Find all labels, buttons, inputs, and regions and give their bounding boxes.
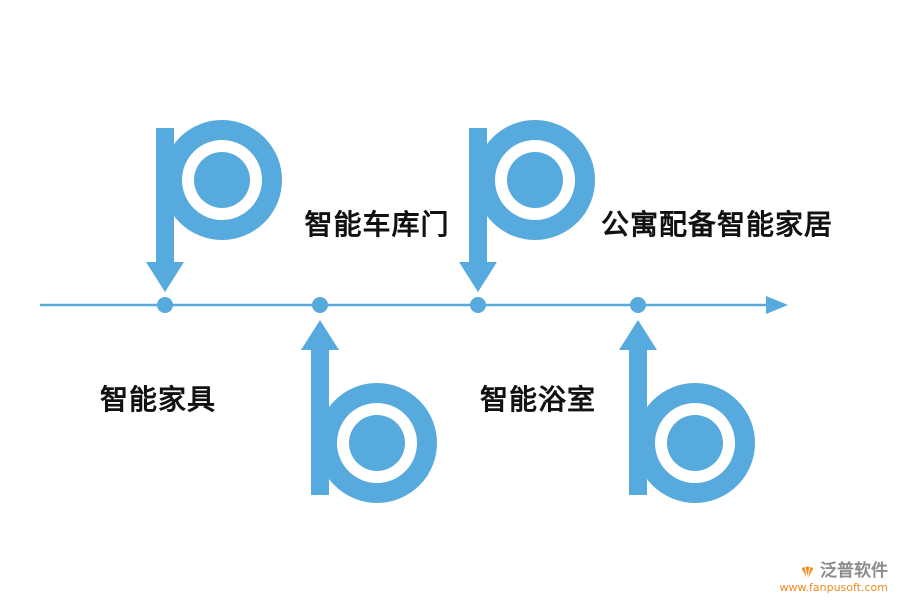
milestone-label-smart-bathroom: 智能浴室 xyxy=(479,383,597,416)
timeline-dot-3 xyxy=(470,297,486,313)
spiral-arrow-down-1-icon xyxy=(146,120,282,292)
timeline-dot-4 xyxy=(630,297,646,313)
milestone-label-smart-furniture: 智能家具 xyxy=(99,383,217,416)
milestone-label-apartment-smart-home: 公寓配备智能家居 xyxy=(600,208,834,241)
milestone-label-garage-door: 智能车库门 xyxy=(304,208,450,241)
watermark-url: www.fanpusoft.com xyxy=(779,580,888,594)
spiral-arrow-up-1-icon xyxy=(301,320,437,503)
spiral-arrow-down-2-icon xyxy=(459,120,595,292)
timeline-dot-1 xyxy=(157,297,173,313)
spiral-arrow-up-2-icon xyxy=(619,320,755,503)
watermark: 泛普软件 www.fanpusoft.com xyxy=(780,562,888,594)
watermark-brand: 泛普软件 xyxy=(820,561,888,582)
timeline-dot-2 xyxy=(312,297,328,313)
timeline-arrowhead-icon xyxy=(766,296,788,314)
fanpu-logo-icon xyxy=(801,565,814,580)
